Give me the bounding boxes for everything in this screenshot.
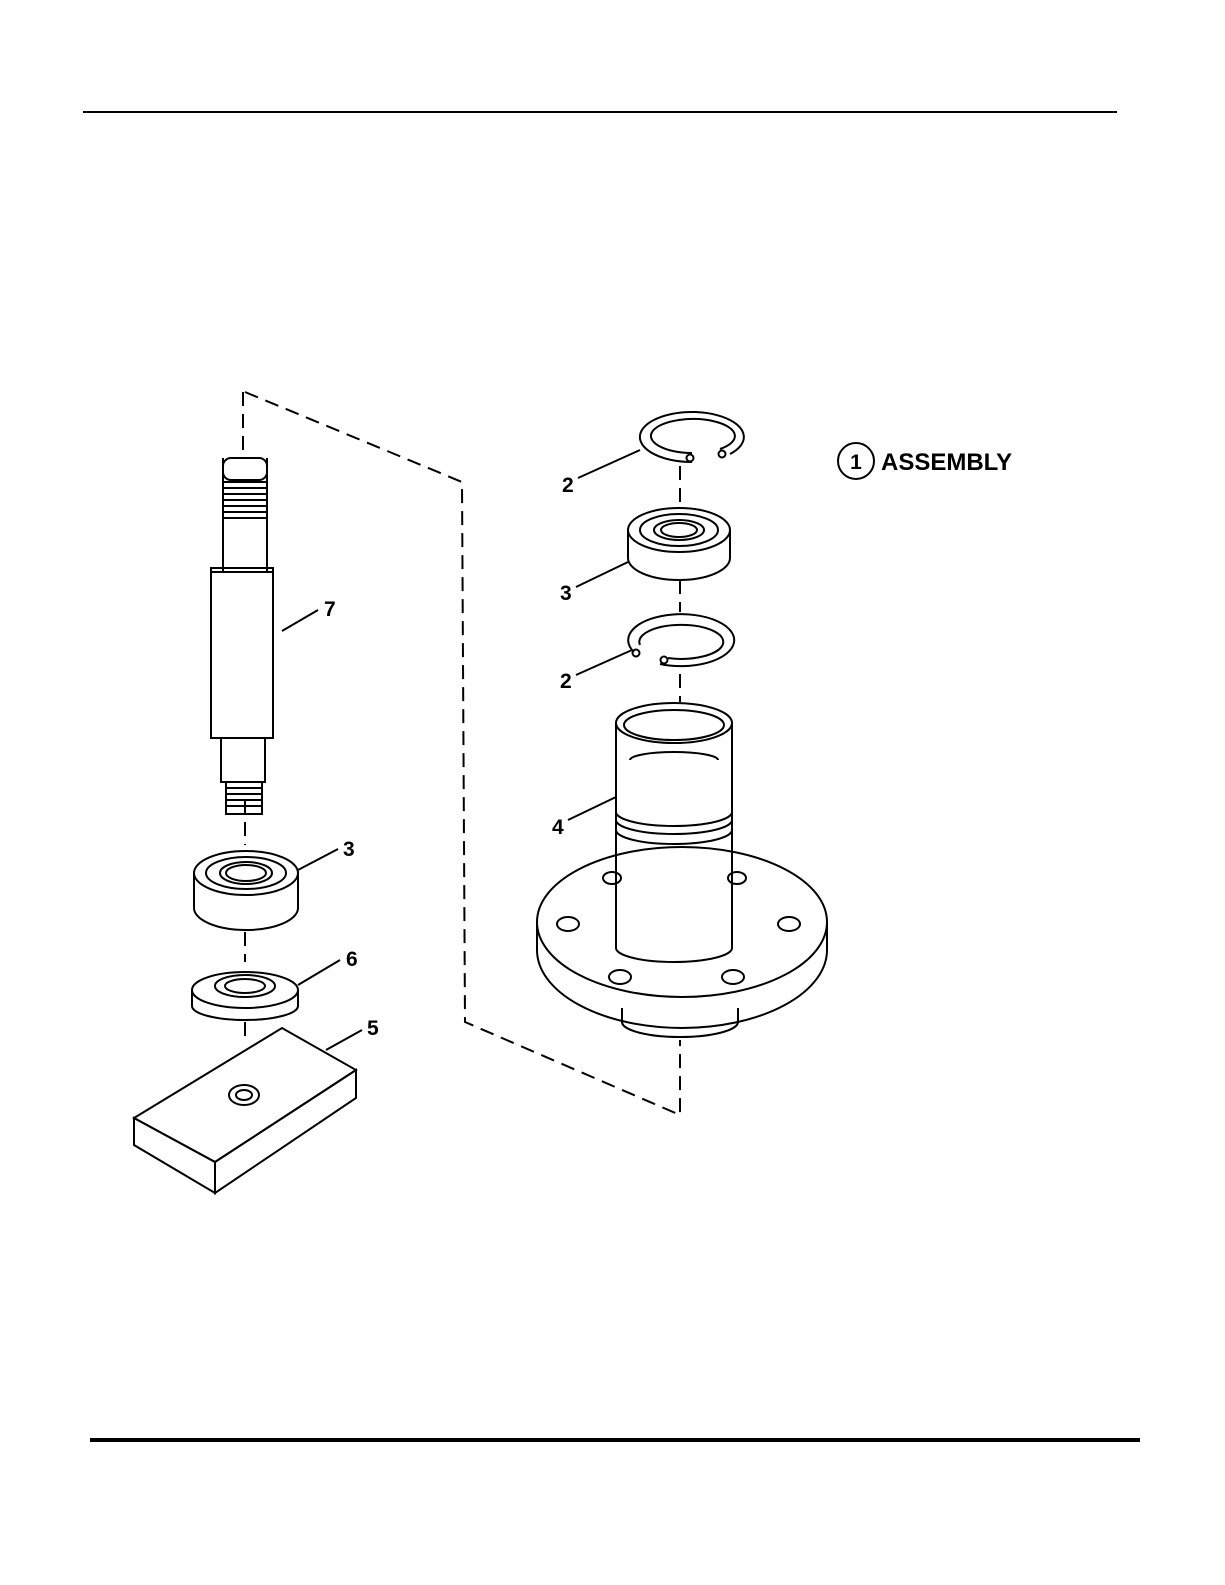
callout-ring-bottom: 2: [560, 670, 572, 693]
callout-plate: 5: [367, 1017, 379, 1040]
callout-spacer: 6: [346, 948, 358, 971]
assembly-number: 1: [850, 451, 862, 474]
shaft: [211, 458, 273, 814]
callout-shaft: 7: [324, 598, 336, 621]
callout-ring-top: 2: [562, 474, 574, 497]
callout-bearing-right: 3: [560, 582, 572, 605]
assembly-label: ASSEMBLY: [881, 449, 1012, 476]
retaining-ring-bottom: [628, 614, 734, 666]
callout-housing: 4: [552, 816, 564, 839]
callout-bearing-left: 3: [343, 838, 355, 861]
bearing-left: [194, 851, 298, 930]
bearing-right: [628, 508, 730, 580]
housing-hub: [537, 703, 827, 1037]
assembly-dashed-path: [243, 392, 680, 1115]
plate: [134, 1028, 356, 1193]
assembly-title: 1 ASSEMBLY: [838, 443, 1012, 479]
callout-leaders: [282, 450, 640, 1050]
retaining-ring-top: [640, 412, 744, 462]
spacer: [192, 972, 298, 1020]
